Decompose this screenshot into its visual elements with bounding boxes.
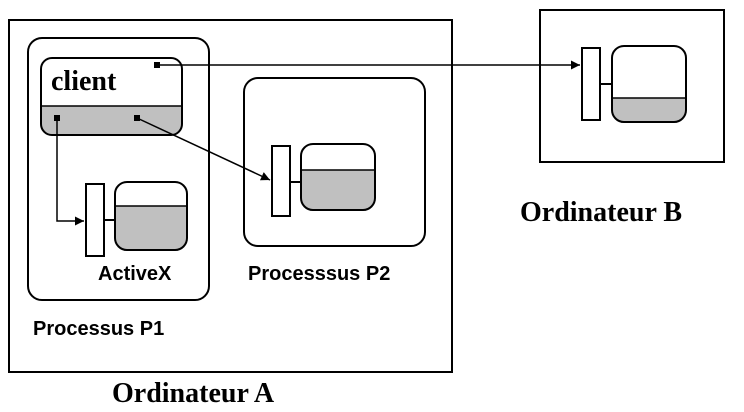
p2-component (271, 143, 376, 217)
computer-a-label: Ordinateur A (112, 378, 275, 409)
activex-object (114, 181, 188, 251)
arrow-client-to-p2 (136, 117, 271, 181)
process-p1: Processus P1 client ActiveX (27, 37, 210, 340)
computer-b-box (539, 9, 725, 163)
activex-component: ActiveX (85, 181, 188, 285)
activex-interface (85, 183, 105, 257)
client-object: client (40, 57, 183, 136)
computer-b-label: Ordinateur B (520, 197, 682, 228)
client-label: client (51, 66, 117, 97)
computer-b: Ordinateur B (520, 9, 725, 228)
component-interface (581, 47, 601, 121)
remote-component (581, 45, 687, 123)
arrow-client-to-activex (56, 118, 84, 226)
process-p2-label: Processsus P2 (248, 263, 390, 285)
process-p1-label: Processus P1 (33, 318, 164, 340)
process-p2: Processsus P2 (243, 77, 426, 285)
connections (56, 60, 580, 226)
activex-label: ActiveX (98, 263, 172, 285)
component-object (611, 45, 687, 123)
p2-object (300, 143, 376, 211)
p2-interface (271, 145, 291, 217)
